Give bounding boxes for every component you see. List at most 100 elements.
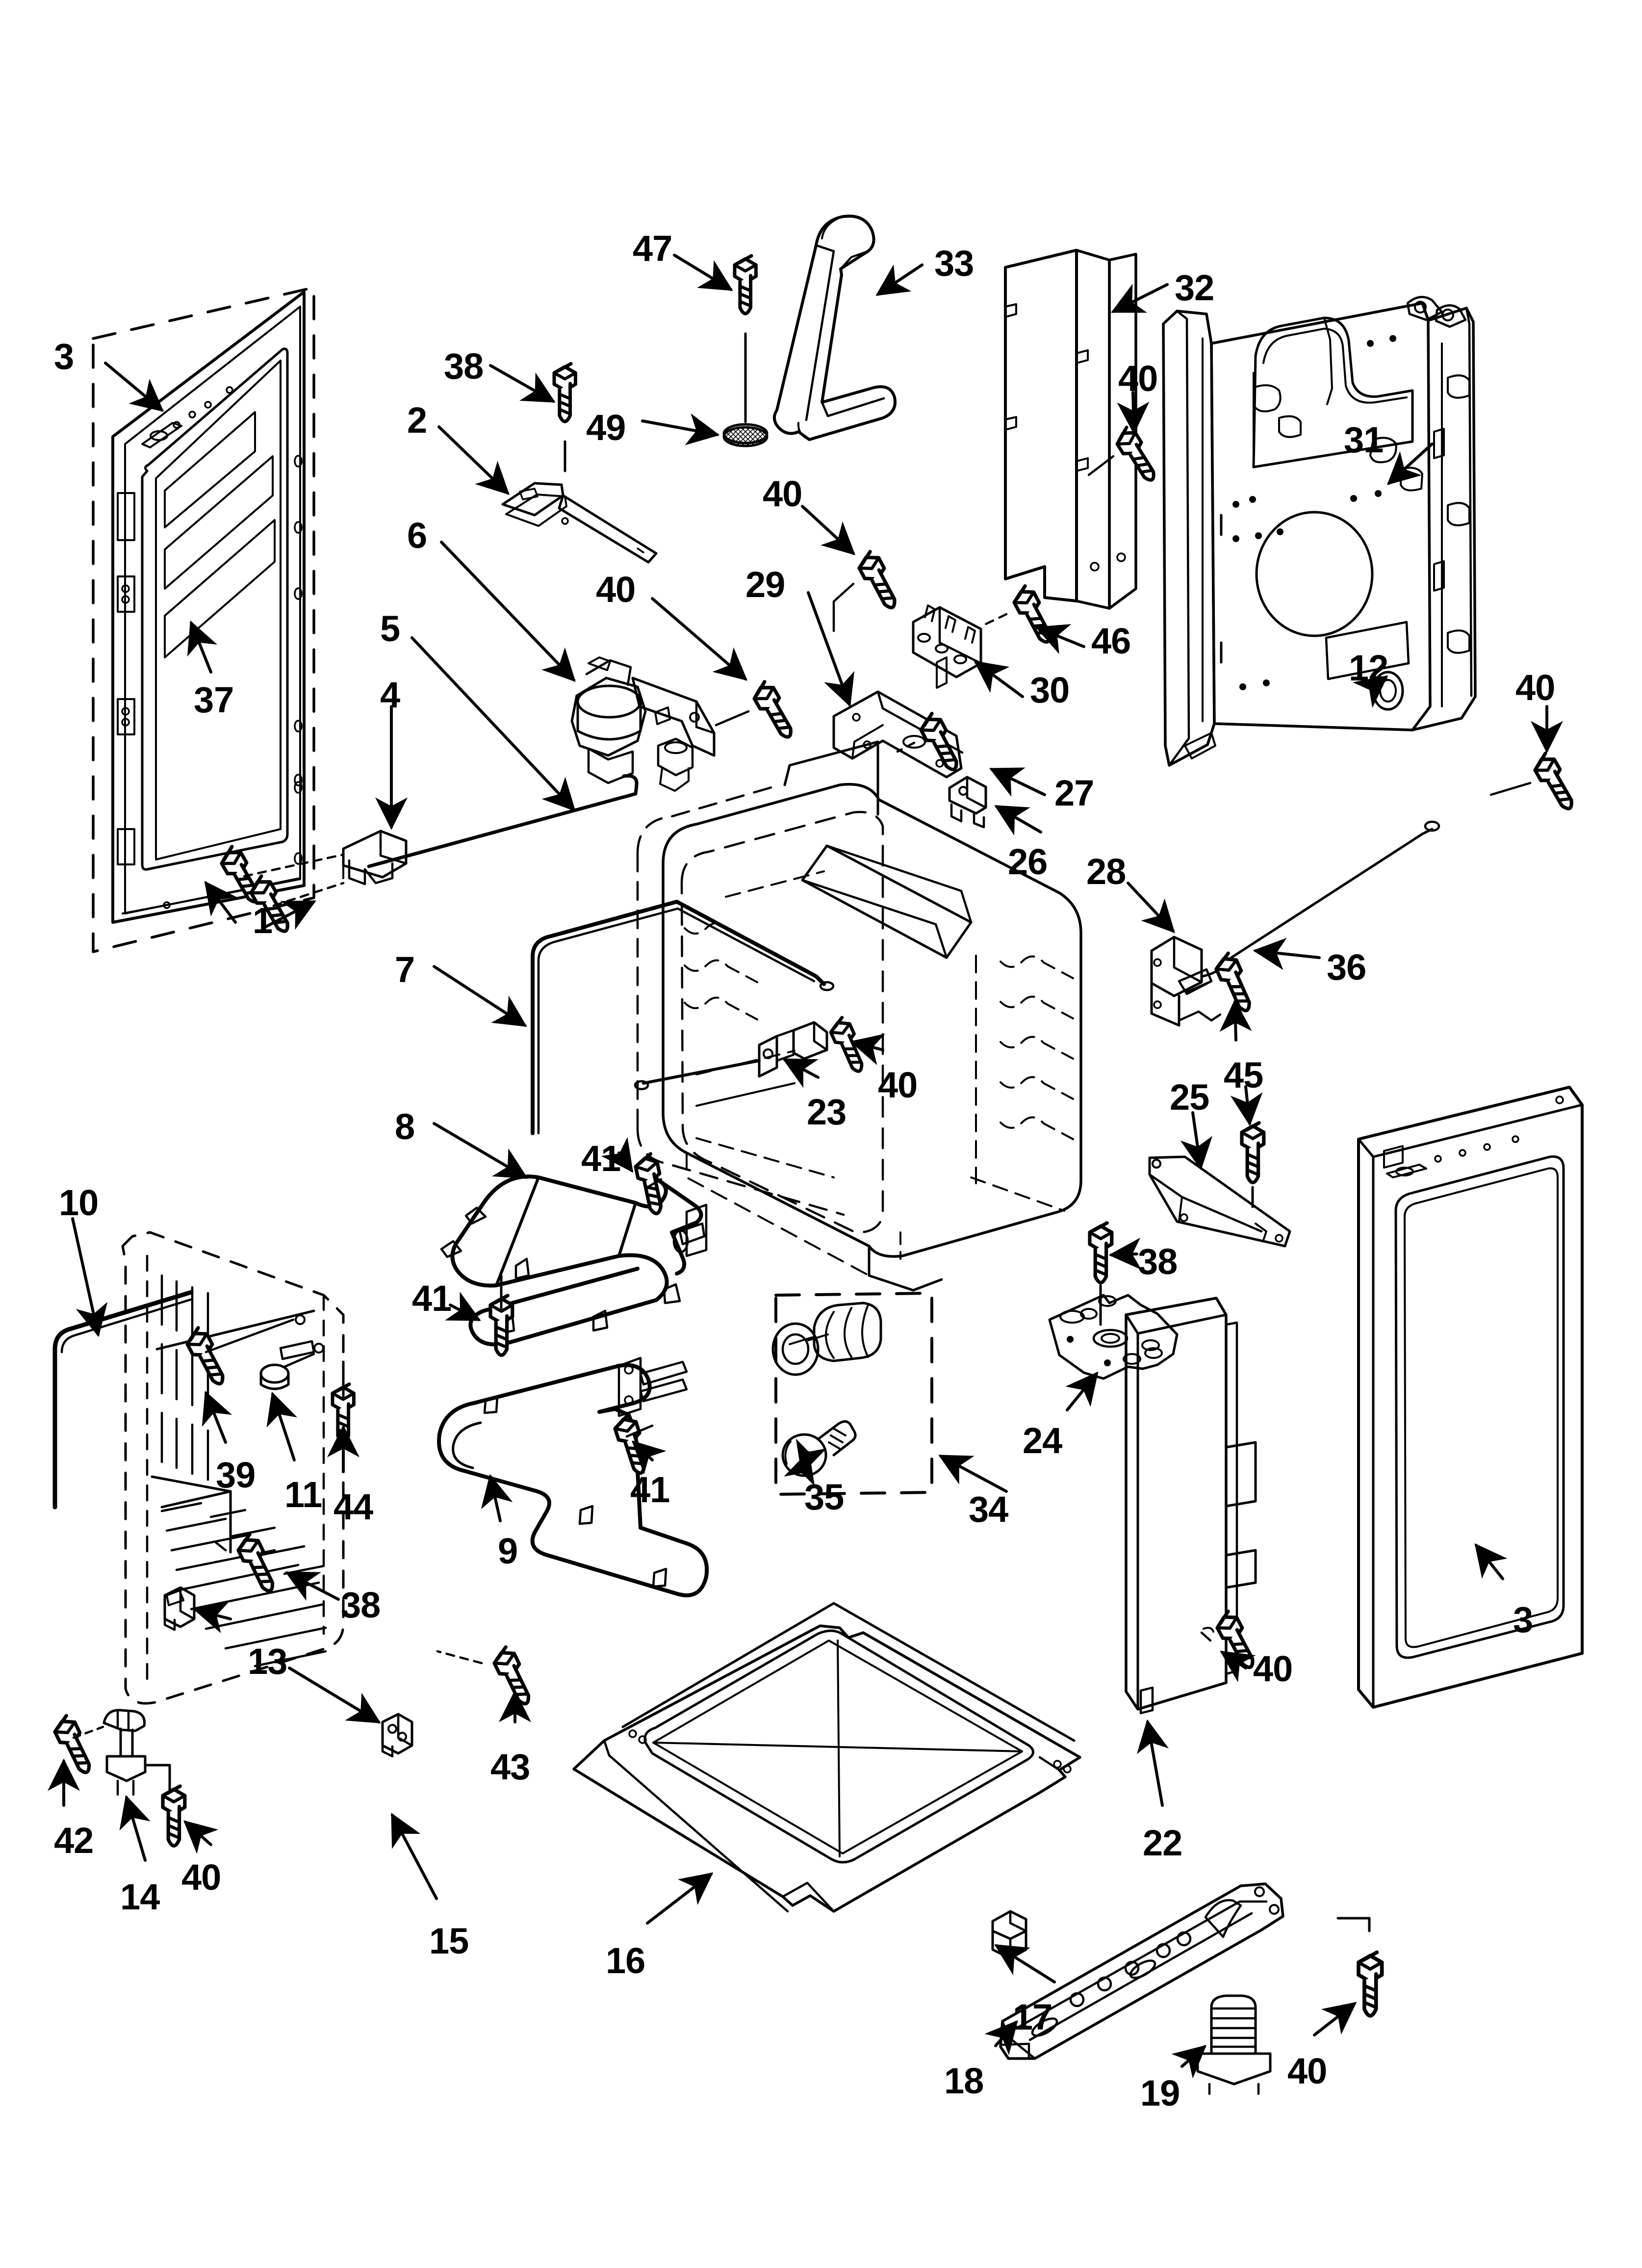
part-33-handle [772,214,897,441]
leader-40-d [651,597,748,681]
leader-16 [646,1872,714,1925]
callout-32: 32 [1175,270,1214,306]
callout-number: 18 [944,2060,984,2101]
leader-40-g [183,1820,219,1854]
callout-40: 40 [1253,1648,1293,1689]
callout-number: 16 [606,1940,645,1981]
leader-46 [1035,624,1085,654]
part-7-gasket [531,900,835,1135]
part-14-leveling-leg [103,1709,171,1807]
leader-8 [433,1122,528,1179]
leader-22 [1137,1719,1169,1807]
part-4-catch-bracket [342,830,408,886]
part-6-lock-motor [570,656,716,792]
callout-6: 6 [407,518,427,554]
callout-number: 30 [1030,670,1070,710]
callout-46: 46 [1091,623,1131,659]
callout-number: 35 [804,1477,844,1517]
callout-number: 40 [878,1065,918,1105]
callout-number: 28 [1086,851,1126,892]
leader-35 [784,1438,827,1486]
leader-27 [989,767,1046,797]
callout-number: 5 [380,608,400,649]
callout-number: 3 [54,336,74,377]
callout-1: 1 [253,903,273,939]
callout-number: 29 [745,564,785,605]
leader-26 [994,805,1042,835]
leader-2 [437,425,510,495]
callout-number: 43 [490,1747,530,1787]
part-8-bake-element [440,1174,708,1347]
callout-number: 40 [1515,667,1555,708]
leader-6 [440,541,576,682]
callout-7: 7 [395,952,415,988]
part-11-spacer [259,1353,315,1390]
leader-40-e [1220,1650,1256,1683]
callout-12: 12 [1349,650,1388,686]
callout-number: 40 [1287,2051,1327,2091]
part-16-drawer-bottom [572,1602,1081,1913]
leader-31 [1386,443,1434,485]
part-35-lamp-lens [771,1302,882,1376]
leader-40-c [801,505,856,555]
callout-3: 3 [54,339,74,375]
callout-number: 26 [1008,841,1048,882]
callout-number: 45 [1224,1055,1263,1095]
callout-number: 34 [969,1489,1008,1530]
leader-3-right [1474,1543,1508,1580]
callout-number: 10 [59,1182,99,1223]
callout-number: 38 [444,346,484,387]
callout-41: 41 [412,1278,452,1319]
leader-41-a [601,1137,634,1173]
leader-1-b [263,900,316,930]
callout-22: 22 [1143,1825,1182,1861]
part-34-lamp-assembly-box [774,1292,933,1496]
callout-number: 39 [216,1455,256,1495]
callout-number: 33 [934,243,974,284]
callout-19: 19 [1140,2075,1180,2112]
leader-40-a [1117,391,1150,435]
leader-5 [410,636,576,812]
callout-number: 41 [581,1138,621,1179]
callout-40: 40 [596,569,636,610]
callout-23: 23 [807,1094,847,1130]
callout-40: 40 [763,476,802,512]
callout-number: 40 [596,569,636,610]
callout-number: 24 [1023,1420,1062,1461]
leader-9 [481,1474,513,1522]
callout-38: 38 [444,346,484,387]
callout-number: 3 [1513,1599,1533,1640]
callout-13: 13 [248,1643,287,1680]
part-22-inner-side-panel [1125,1297,1257,1715]
callout-number: 40 [1253,1648,1293,1689]
callout-2: 2 [407,402,427,439]
leader-19 [1171,2045,1207,2079]
leader-3-left [104,362,164,412]
callout-number: 38 [1138,1241,1178,1282]
leader-18 [984,2020,1018,2056]
callout-27: 27 [1054,775,1094,811]
callout-number: 41 [412,1278,452,1319]
callout-5: 5 [380,611,400,647]
callout-24: 24 [1023,1423,1062,1459]
leader-37 [187,620,218,674]
leader-11 [266,1391,298,1461]
leader-13-b [288,1667,381,1723]
callout-number: 40 [763,473,802,514]
leader-14 [119,1795,151,1862]
callout-39: 39 [216,1455,256,1495]
part-31-rear-panel [1162,296,1477,767]
leader-38-c [285,1571,340,1601]
callout-17: 17 [1013,1999,1052,2035]
part-23-sensor [634,1021,828,1091]
callout-number: 38 [341,1585,381,1625]
leader-30 [974,660,1024,698]
callout-4: 4 [380,677,400,713]
callout-44: 44 [334,1489,373,1525]
callout-40: 40 [878,1065,918,1105]
callout-number: 40 [181,1857,221,1898]
part-3-left-door-outer-dashed [92,286,315,953]
callout-38: 38 [1138,1241,1178,1282]
leader-23 [782,1058,820,1088]
